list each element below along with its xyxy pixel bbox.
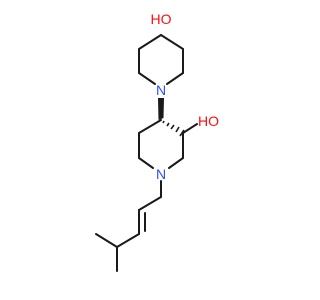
bond-upper-c4-c5 (160, 34, 184, 50)
atom-label-side-hydroxyl: HO (198, 113, 219, 129)
bond-upper-c2-n (138, 72, 156, 85)
molecule-canvas: HO N HO N (95, 11, 220, 272)
bond-c3-oh (182, 123, 198, 134)
structure-diagram: HO N HO N (95, 11, 219, 272)
bond-upper-c4-c3 (138, 34, 162, 50)
bond-ch2-ch (138, 196, 162, 211)
bond-lower-n-c2 (168, 157, 184, 169)
hashed-bond-c4-c3 (162, 120, 185, 137)
atom-label-top-hydroxyl: HO (151, 11, 172, 27)
atom-label-upper-nitrogen: N (156, 82, 166, 98)
bond-c4-methyl-a (95, 233, 118, 248)
wedge-bond-n-c4 (158, 98, 164, 120)
bond-lower-c6-n (138, 157, 154, 169)
bond-c3-c4 (116, 233, 140, 248)
bond-upper-c6-n (166, 72, 184, 85)
bond-lower-c4-c5 (138, 119, 162, 134)
atom-label-lower-nitrogen: N (156, 166, 166, 182)
